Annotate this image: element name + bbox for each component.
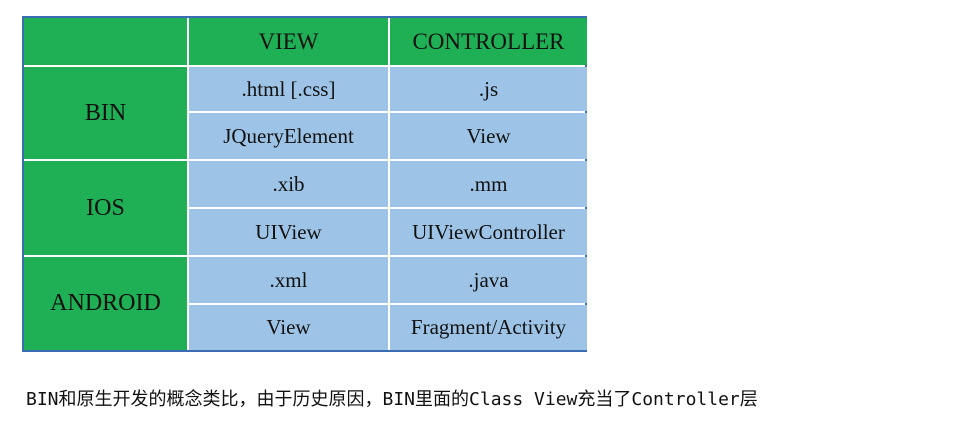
cell-ios-controller-1: .mm bbox=[390, 161, 587, 207]
cell-ios-view-1: .xib bbox=[189, 161, 388, 207]
cell-ios-view-2: UIView bbox=[189, 209, 388, 255]
mvc-comparison-table: VIEW CONTROLLER BIN .html [.css] .js JQu… bbox=[22, 16, 587, 352]
cell-android-view-1: .xml bbox=[189, 257, 388, 303]
row-header-android: ANDROID bbox=[24, 257, 187, 350]
row-header-ios: IOS bbox=[24, 161, 187, 255]
header-view: VIEW bbox=[189, 18, 388, 65]
cell-bin-view-2: JQueryElement bbox=[189, 113, 388, 159]
cell-bin-controller-2: View bbox=[390, 113, 587, 159]
header-controller: CONTROLLER bbox=[390, 18, 587, 65]
cell-bin-view-1: .html [.css] bbox=[189, 67, 388, 111]
table-caption: BIN和原生开发的概念类比，由于历史原因，BIN里面的Class View充当了… bbox=[26, 389, 758, 410]
row-header-bin: BIN bbox=[24, 67, 187, 159]
cell-ios-controller-2: UIViewController bbox=[390, 209, 587, 255]
cell-bin-controller-1: .js bbox=[390, 67, 587, 111]
cell-android-view-2: View bbox=[189, 305, 388, 350]
header-corner-cell bbox=[24, 18, 187, 65]
cell-android-controller-1: .java bbox=[390, 257, 587, 303]
cell-android-controller-2: Fragment/Activity bbox=[390, 305, 587, 350]
